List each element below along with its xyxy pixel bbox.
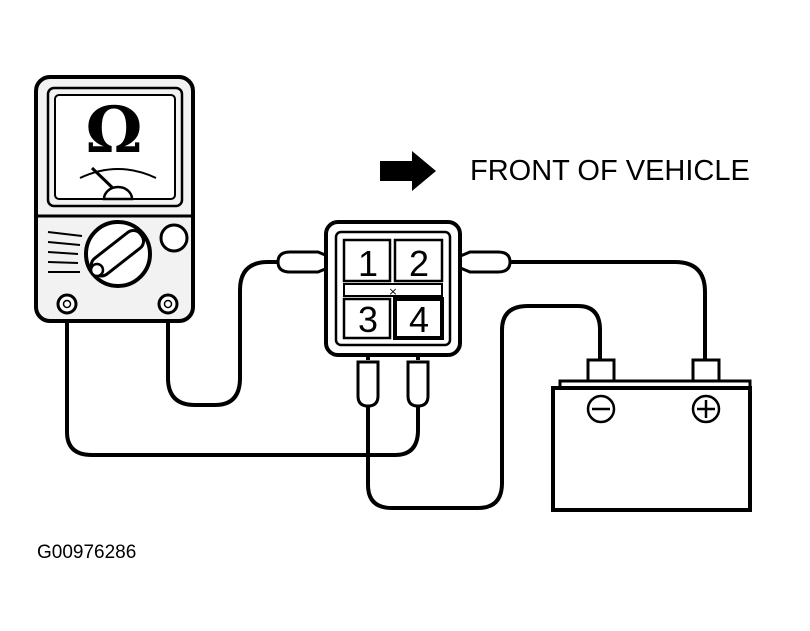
plus-terminal-icon (691, 394, 721, 424)
terminal-2-label: 2 (409, 243, 429, 284)
meter-needle-pivot (102, 185, 134, 201)
right-arrow-icon (380, 151, 436, 191)
meter-face-bezel (46, 86, 184, 208)
svg-text:×: × (388, 285, 397, 298)
direction-indicator: FRONT OF VEHICLE (380, 151, 750, 191)
zero-adjust-knob (159, 223, 189, 253)
range-scale-marks (47, 231, 83, 273)
ohm-symbol: Ω (86, 93, 143, 168)
minus-terminal-icon (586, 394, 616, 424)
connector: × 1 2 3 4 (324, 220, 462, 357)
battery-terminal-post-negative (586, 358, 616, 384)
wires (65, 260, 707, 510)
wire-pin-3-to-battery-negative (366, 304, 602, 510)
terminal-3-label: 3 (358, 299, 378, 340)
range-selector-knob (84, 220, 152, 288)
meter-jack-right (157, 293, 179, 315)
terminal-1-label: 1 (358, 243, 378, 284)
connector-lock-bar (343, 283, 443, 297)
battery-body (551, 386, 752, 512)
wire-meter-right-to-pin-1 (166, 260, 282, 407)
direction-label: FRONT OF VEHICLE (470, 155, 750, 187)
terminal-4-label: 4 (409, 299, 429, 340)
meter-scale (79, 168, 157, 179)
wire-meter-left-to-pin-4 (65, 308, 420, 457)
wire-pin-2-to-battery-positive (506, 260, 707, 362)
battery (551, 358, 752, 512)
meter-jack-left (56, 293, 78, 315)
figure-id: G00976286 (37, 542, 136, 563)
battery-terminal-post-positive (691, 358, 721, 384)
ohmmeter: Ω (34, 75, 195, 323)
